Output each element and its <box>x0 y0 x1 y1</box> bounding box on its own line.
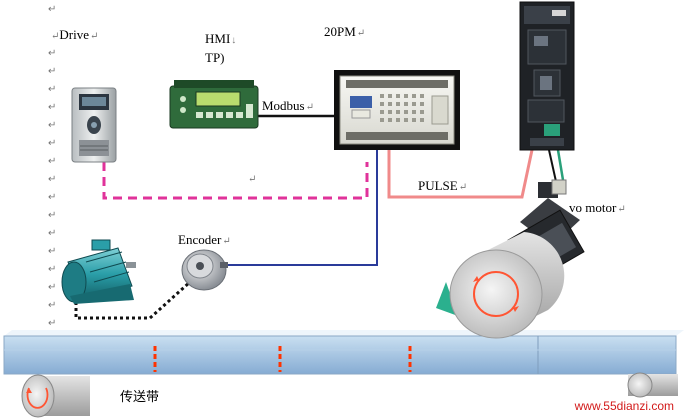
paragraph-mark: ↵ <box>617 204 626 215</box>
paragraph-mark: ↵ <box>222 236 231 247</box>
paragraph-mark: ↵ <box>48 156 57 167</box>
down-arrow-mark: ↓ <box>231 35 237 46</box>
paragraph-mark: ↵ <box>458 182 468 193</box>
paragraph-mark: ↵ <box>48 282 57 293</box>
paragraph-mark: ↵ <box>48 264 57 275</box>
drive-plc-dashed-link <box>102 162 369 200</box>
paragraph-mark: ↵ <box>48 138 57 149</box>
paragraph-mark: ↵ <box>356 28 366 39</box>
pulse-line <box>387 149 534 199</box>
modbus-label-text: Modbus <box>262 98 305 113</box>
empty-line-mark: ↵ <box>247 170 256 186</box>
induction-motor-icon <box>61 239 136 304</box>
paragraph-mark: ↵ <box>90 31 99 42</box>
paragraph-mark: ↵ <box>48 210 57 221</box>
encoder-signal-line <box>226 150 378 266</box>
servo-motor-label: vo motor↵ <box>569 200 626 216</box>
hmi-label-line1: HMI↓ <box>205 31 236 47</box>
pulse-label: PULSE↵ <box>418 178 467 194</box>
plc-label-text: 20PM <box>324 24 356 39</box>
conveyor-label-text: 传送带 <box>120 389 160 404</box>
paragraph-mark: ↵ <box>48 228 57 239</box>
hmi-label-text-2: TP) <box>205 50 225 65</box>
paragraph-mark: ↵ <box>48 84 57 95</box>
left-drum-icon <box>21 374 90 418</box>
plc-label: 20PM↵ <box>324 24 365 40</box>
rotary-encoder-icon <box>181 249 228 291</box>
paragraph-mark: ↵ <box>48 4 57 15</box>
paragraph-mark: ↵ <box>48 120 57 131</box>
paragraph-mark: ↵ <box>305 102 315 113</box>
pulse-label-text: PULSE <box>418 178 458 193</box>
hmi-panel-icon <box>169 80 259 129</box>
watermark: www.55dianzi.com <box>574 399 674 413</box>
drive-drum-icon <box>436 232 565 339</box>
modbus-label: Modbus↵ <box>262 98 314 114</box>
servo-drive-icon <box>519 1 575 151</box>
encoder-label-text: Encoder <box>178 232 222 247</box>
right-drum-icon <box>627 372 678 398</box>
paragraph-mark: ↵ <box>48 66 57 77</box>
paragraph-mark: ↵ <box>48 246 57 257</box>
vfd-drive-icon <box>71 87 117 163</box>
paragraph-mark: ↵ <box>48 48 57 59</box>
encoder-label: Encoder↵ <box>178 232 231 248</box>
hmi-label-text-1: HMI <box>205 31 231 46</box>
conveyor-belt <box>3 330 684 375</box>
hmi-label-line2: TP) <box>205 50 225 66</box>
drive-label: ↵Drive↵ <box>50 27 98 43</box>
paragraph-mark: ↵ <box>48 102 57 113</box>
motor-encoder-dotted-link <box>74 280 192 320</box>
paragraph-mark: ↵ <box>48 300 57 311</box>
paragraph-mark: ↵ <box>248 174 257 185</box>
servo-motor-label-text: vo motor <box>569 200 617 215</box>
drive-label-text: Drive <box>59 27 89 42</box>
paragraph-mark: ↵ <box>51 31 60 42</box>
plc-controller-icon <box>334 70 460 150</box>
conveyor-label: 传送带 <box>120 386 159 405</box>
paragraph-mark: ↵ <box>48 318 57 329</box>
paragraph-mark: ↵ <box>48 174 57 185</box>
paragraph-mark: ↵ <box>48 192 57 203</box>
